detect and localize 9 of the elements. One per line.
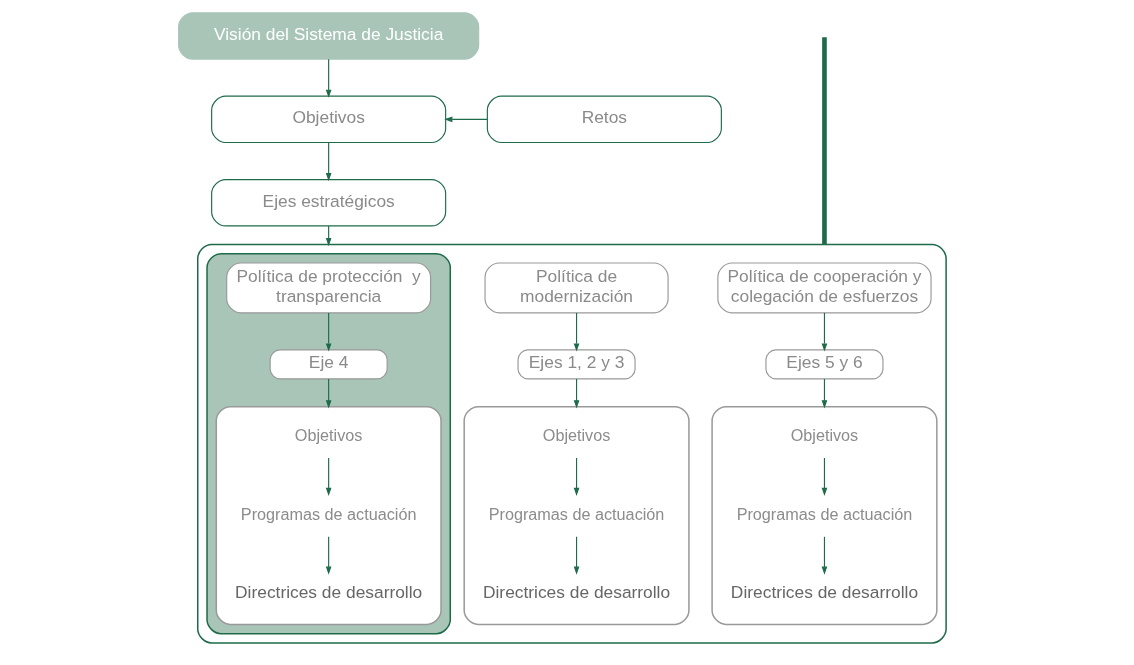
node-text: Programas de actuación xyxy=(488,504,665,523)
node-text: Directrices de desarrollo xyxy=(235,582,423,603)
node-text: Objetivos xyxy=(294,426,363,445)
node-text: Objetivos xyxy=(542,426,611,445)
node-text: Programas de actuación xyxy=(736,504,913,523)
node-text: Objetivos xyxy=(790,426,859,445)
node-text: Directrices de desarrollo xyxy=(482,582,671,603)
node-text: Directrices de desarrollo xyxy=(730,582,919,603)
node-text: Programas de actuación xyxy=(240,504,417,523)
